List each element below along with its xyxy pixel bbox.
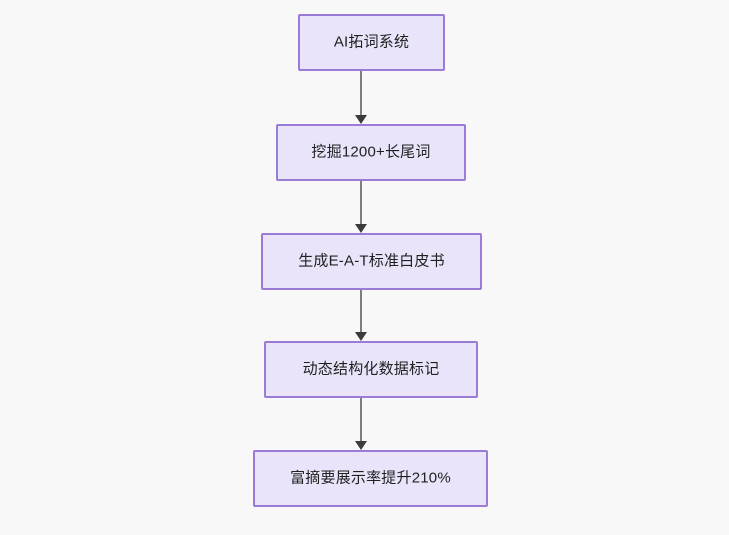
edge-line	[360, 71, 362, 116]
arrowhead-icon	[355, 332, 367, 341]
node-label: 生成E-A-T标准白皮书	[298, 252, 445, 270]
edge-n4-n5	[351, 398, 371, 450]
flowchart-node-ai-keyword-system[interactable]: AI拓词系统	[298, 14, 445, 71]
edge-line	[360, 398, 362, 442]
arrowhead-icon	[355, 115, 367, 124]
node-label: 挖掘1200+长尾词	[311, 143, 431, 161]
arrowhead-icon	[355, 224, 367, 233]
edge-n1-n2	[351, 71, 371, 124]
edge-line	[360, 181, 362, 225]
node-label: AI拓词系统	[333, 33, 410, 51]
arrowhead-icon	[355, 441, 367, 450]
flowchart-node-rich-snippet-impression-lift[interactable]: 富摘要展示率提升210%	[253, 450, 488, 507]
node-label: 富摘要展示率提升210%	[290, 469, 451, 487]
flowchart-node-mine-longtail-keywords[interactable]: 挖掘1200+长尾词	[276, 124, 466, 181]
edge-n3-n4	[351, 290, 371, 341]
flowchart-node-generate-eat-whitepaper[interactable]: 生成E-A-T标准白皮书	[261, 233, 482, 290]
node-label: 动态结构化数据标记	[302, 360, 440, 378]
edge-line	[360, 290, 362, 333]
edge-n2-n3	[351, 181, 371, 233]
flowchart-node-dynamic-structured-data-markup[interactable]: 动态结构化数据标记	[264, 341, 478, 398]
